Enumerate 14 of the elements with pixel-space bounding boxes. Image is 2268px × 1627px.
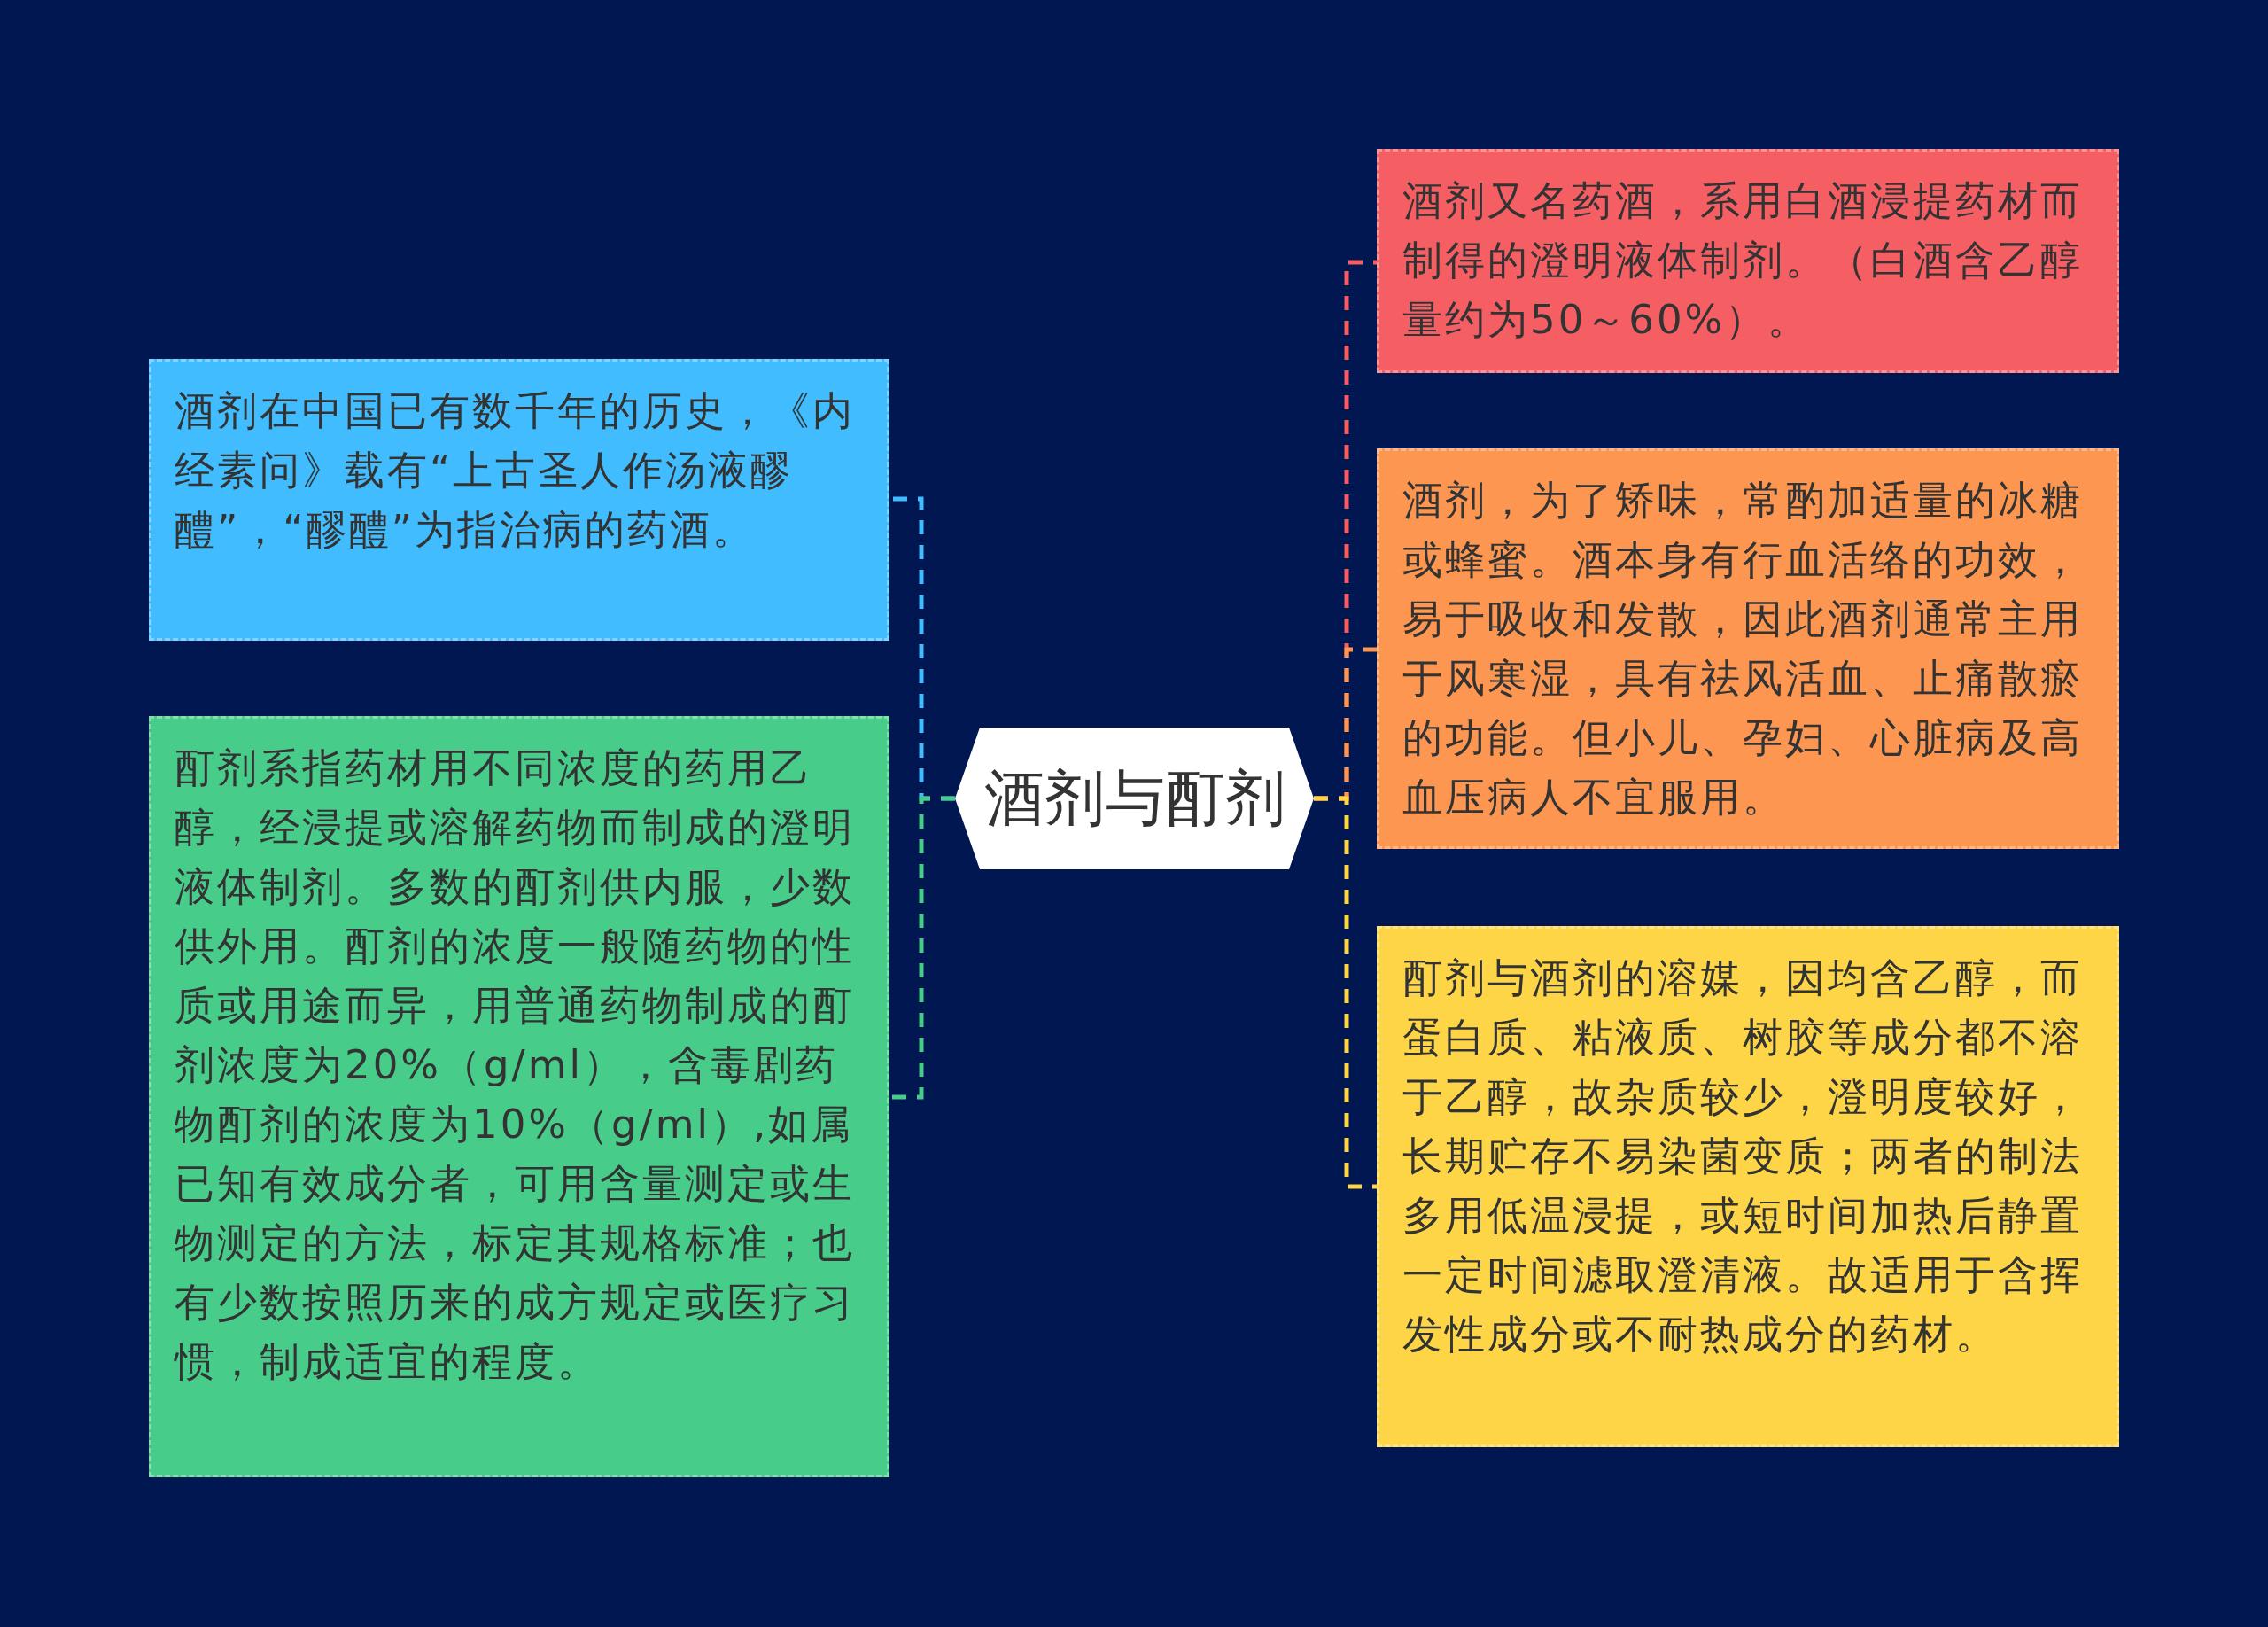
central-topic xyxy=(955,728,1314,869)
topic-card xyxy=(149,359,889,641)
topic-card xyxy=(1377,926,2119,1447)
topic-card xyxy=(1377,448,2119,849)
topic-card xyxy=(1377,149,2119,373)
topic-title: 酒剂与酊剂 xyxy=(983,761,1286,835)
card-text: 酒剂又名药酒，系用白酒浸提药材而制得的澄明液体制剂。（白酒含乙醇量约为50～60%）。 xyxy=(1402,176,2084,345)
card-text: 酒剂，为了矫味，常酌加适量的冰糖或蜂蜜。酒本身有行血活络的功效，易于吸收和发散，因此酒剂通常主用于风寒湿，具有祛风活血、止痛散瘀的功能。但小儿、孕妇、心脏病及高血压病人不宜服用。 xyxy=(1402,476,2084,822)
topic-card xyxy=(149,716,889,1477)
connector-line xyxy=(889,796,955,1100)
card-text: 酊剂与酒剂的溶媒，因均含乙醇，而蛋白质、粘液质、树胶等成分都不溶于乙醇，故杂质较少，澄明度较好，长期贮存不易染菌变质；两者的制法多用低温浸提，或短时间加热后静置一定时间滤取澄清液。故适用于含挥发性成分或不耐热成分的药材。 xyxy=(1402,954,2084,1359)
card-text: 酊剂系指药材用不同浓度的药用乙醇，经浸提或溶解药物而制成的澄明液体制剂。多数的酊剂供内服，少数供外用。酊剂的浓度一般随药物的性质或用途而异，用普通药物制成的酊剂浓度为20%（g/ml），含毒剧药物酊剂的浓度为10%（g/ml）,如属已知有效成分者，可用含量测定或生物测定的方法，标定其规格标准；也有少数按照历来的成方规定或医疗习惯，制成适宜的程度。 xyxy=(175,743,856,1387)
connector-line xyxy=(1314,796,1377,1189)
card-text: 酒剂在中国已有数千年的历史，《内经素问》载有“上古圣人作汤液醪醴”，“醪醴”为指治病的药酒。 xyxy=(175,386,856,555)
